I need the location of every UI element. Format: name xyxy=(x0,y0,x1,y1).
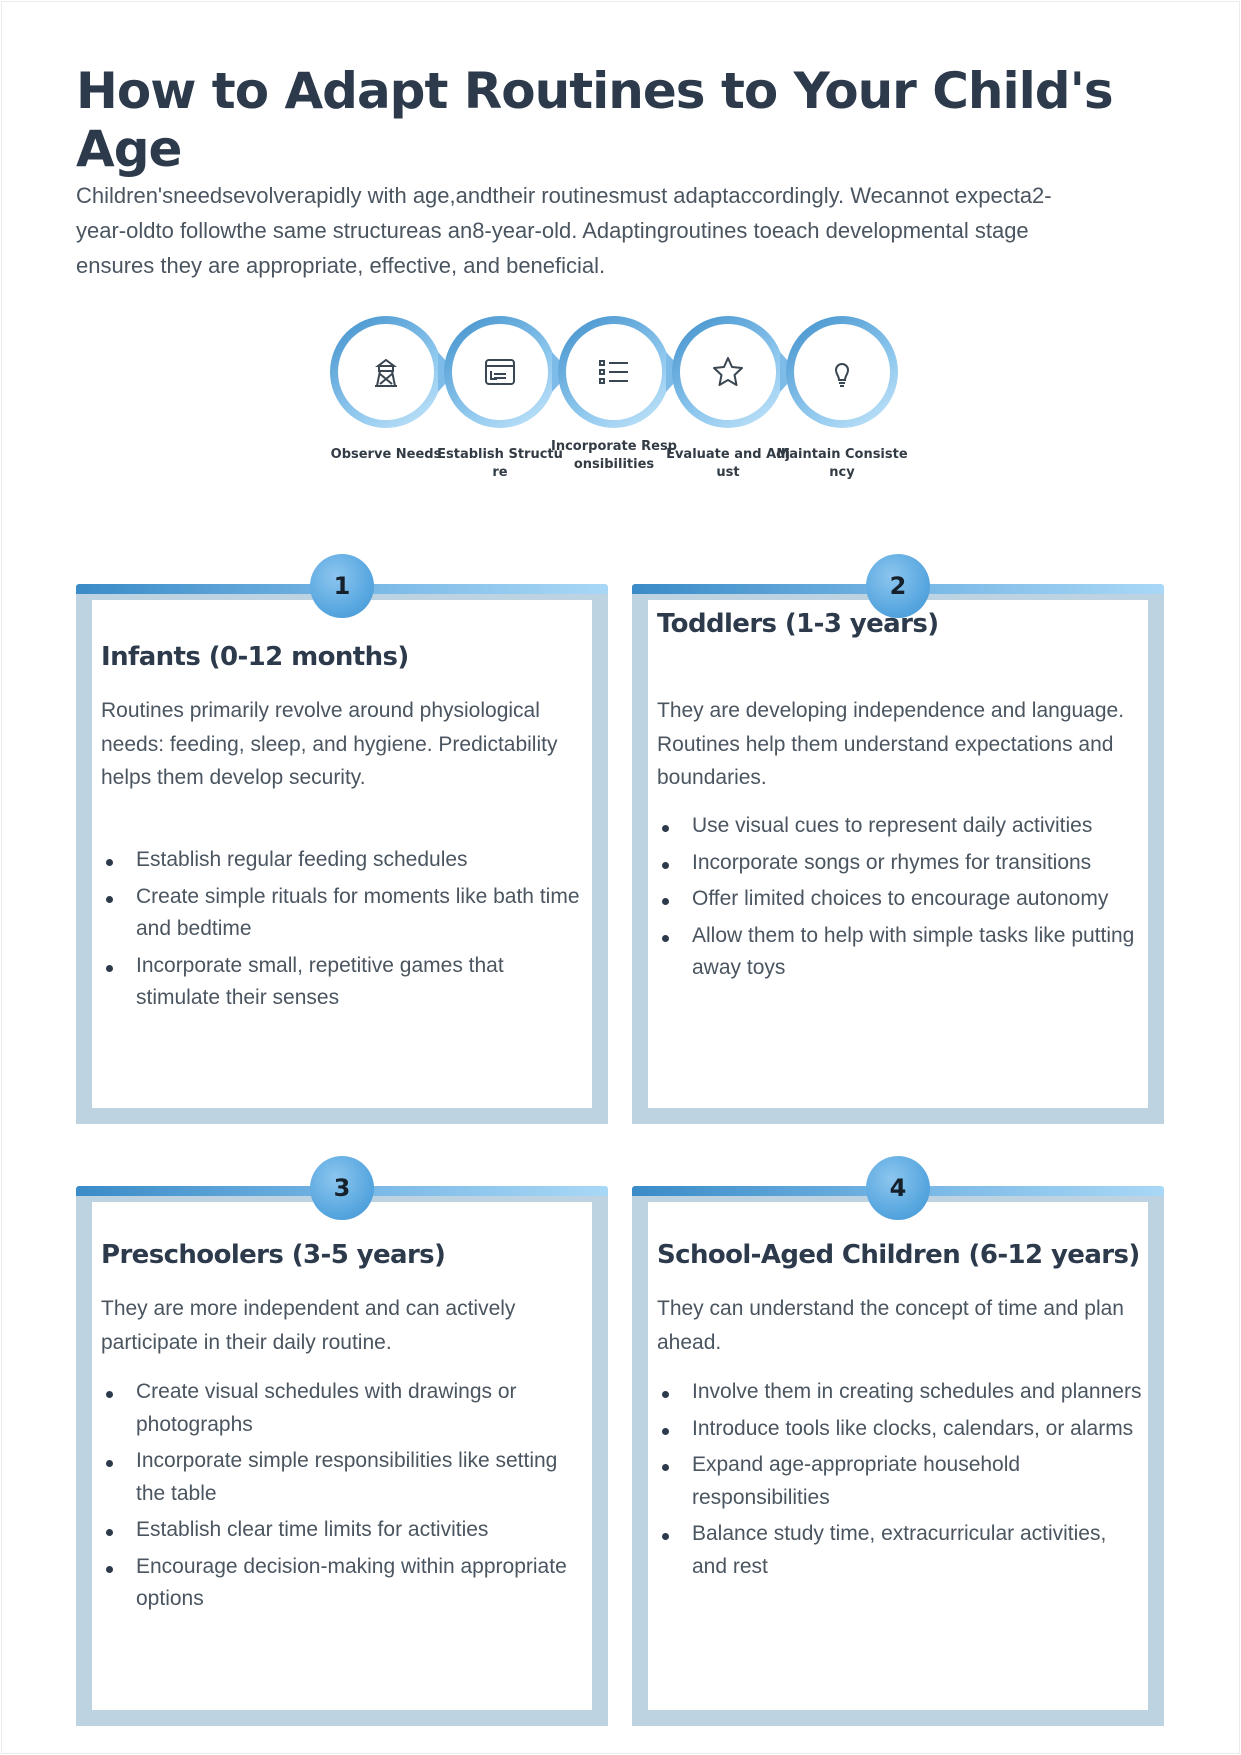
step-label: Incorporate Responsibilities xyxy=(551,439,677,472)
step-ring xyxy=(558,316,670,428)
list-item: Offer limited choices to encourage auton… xyxy=(657,883,1143,916)
age-card-toddlers: 2 Toddlers (1-3 years) They are developi… xyxy=(632,554,1164,1126)
card-number-badge: 1 xyxy=(310,554,374,618)
card-list: Involve them in creating schedules and p… xyxy=(657,1376,1143,1587)
list-item: Encourage decision-making within appropr… xyxy=(101,1551,587,1616)
card-number-badge: 4 xyxy=(866,1156,930,1220)
step-label: Observe Needs xyxy=(330,447,442,462)
list-item: Establish regular feeding schedules xyxy=(101,844,587,877)
intro-paragraph: Children'sneedsevolverapidly with age,an… xyxy=(76,183,1052,278)
list-item: Incorporate small, repetitive games that… xyxy=(101,950,587,1015)
list-item: Balance study time, extracurricular acti… xyxy=(657,1518,1143,1583)
list-item: Create visual schedules with drawings or… xyxy=(101,1376,587,1441)
list-item: Allow them to help with simple tasks lik… xyxy=(657,920,1143,985)
card-description: They can understand the concept of time … xyxy=(657,1297,1124,1354)
list-item: Introduce tools like clocks, calendars, … xyxy=(657,1413,1143,1446)
step-ring xyxy=(330,316,442,428)
age-card-infants: 1 Infants (0-12 months) Routines primari… xyxy=(76,554,608,1126)
step-label: Maintain Consistency xyxy=(776,447,908,480)
list-item: Create simple rituals for moments like b… xyxy=(101,881,587,946)
step-label: Establish Structure xyxy=(437,447,563,480)
step-label: Evaluate and Adjust xyxy=(666,447,790,480)
watchtower-icon xyxy=(375,358,397,387)
star-icon xyxy=(713,357,743,386)
step-ring xyxy=(672,316,784,428)
card-frame xyxy=(76,1196,608,1726)
card-frame xyxy=(632,594,1164,1124)
list-item: Expand age-appropriate household respons… xyxy=(657,1449,1143,1514)
age-card-preschoolers: 3 Preschoolers (3-5 years) They are more… xyxy=(76,1156,608,1728)
age-card-school-aged: 4 School-Aged Children (6-12 years) They… xyxy=(632,1156,1164,1728)
card-list: Establish regular feeding schedules Crea… xyxy=(101,844,587,1019)
card-description: They are more independent and can active… xyxy=(101,1297,516,1354)
list-item: Establish clear time limits for activiti… xyxy=(101,1514,587,1547)
step-ring xyxy=(786,316,898,428)
list-item: Use visual cues to represent daily activ… xyxy=(657,810,1143,843)
card-title: Infants (0-12 months) xyxy=(101,642,409,672)
card-list: Use visual cues to represent daily activ… xyxy=(657,810,1143,989)
process-flow: Observe Needs Establish Structure Incorp… xyxy=(330,316,910,516)
card-description: They are developing independence and lan… xyxy=(657,699,1125,789)
card-list: Create visual schedules with drawings or… xyxy=(101,1376,587,1620)
card-number-badge: 3 xyxy=(310,1156,374,1220)
page-title: How to Adapt Routines to Your Child's Ag… xyxy=(76,62,1114,178)
list-item: Involve them in creating schedules and p… xyxy=(657,1376,1143,1409)
card-title: School-Aged Children (6-12 years) xyxy=(657,1240,1140,1270)
card-frame xyxy=(76,594,608,1124)
list-icon xyxy=(599,360,628,384)
step-ring xyxy=(444,316,556,428)
card-description: Routines primarily revolve around physio… xyxy=(101,699,558,789)
layout-icon xyxy=(485,359,515,385)
card-number-badge: 2 xyxy=(866,554,930,618)
lightbulb-icon xyxy=(834,363,850,387)
list-item: Incorporate simple responsibilities like… xyxy=(101,1445,587,1510)
card-title: Preschoolers (3-5 years) xyxy=(101,1240,446,1270)
list-item: Incorporate songs or rhymes for transiti… xyxy=(657,847,1143,880)
